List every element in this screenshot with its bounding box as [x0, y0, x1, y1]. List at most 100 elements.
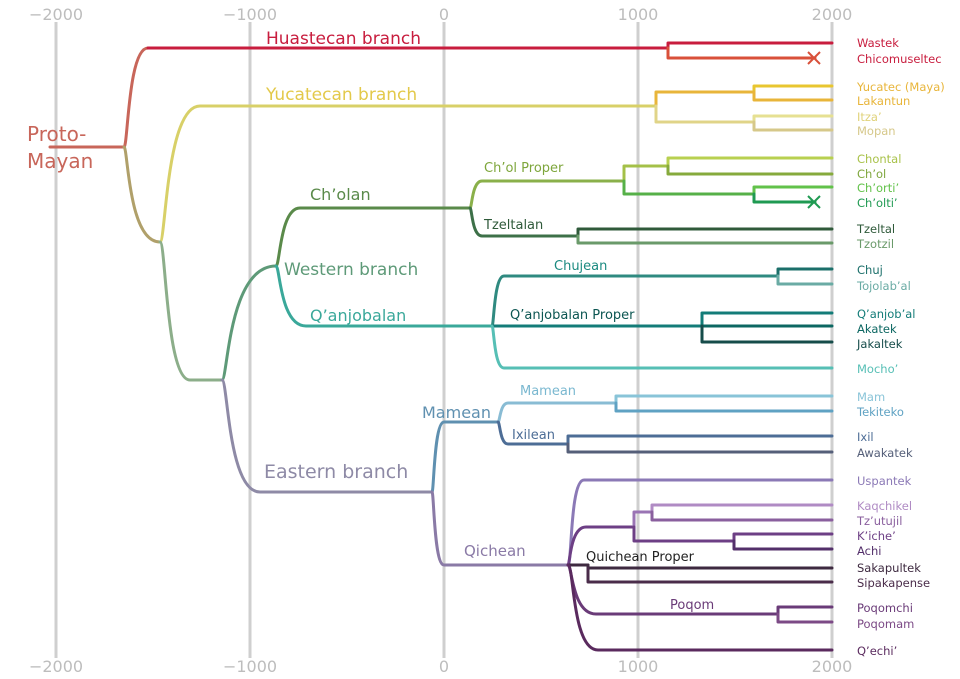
poqom-label: Poqom [670, 598, 714, 613]
tzeltal-line [576, 227, 834, 238]
ixil-line [566, 434, 834, 446]
western-to-cholan [274, 206, 472, 268]
cholti-line [752, 192, 817, 204]
poqomchi-line [776, 605, 834, 616]
leaf-label-9: Ch’olti’ [857, 196, 898, 210]
sakapultek-line [586, 563, 834, 570]
root-to-core [122, 145, 162, 244]
qanjobal-line [700, 311, 834, 328]
leaf-label-17: Mocho’ [857, 362, 898, 376]
chol-proper-label: Ch’ol Proper [484, 161, 564, 176]
split-to-western [220, 264, 278, 382]
leaf-label-19: Tekiteko [856, 405, 904, 419]
mamean-label: Mamean [422, 403, 491, 422]
western-label: Western branch [284, 260, 418, 280]
axis-top-tick-2000: 2000 [812, 5, 853, 24]
leaf-label-8: Ch’orti’ [857, 181, 899, 195]
itza-line [752, 114, 834, 124]
itza-mopan-split [654, 104, 756, 124]
achi-line [732, 539, 834, 551]
leaf-label-22: Uspantek [857, 474, 912, 488]
lakantun-line [752, 90, 834, 102]
leaf-label-30: Poqomam [857, 617, 914, 631]
qichean-label: Qichean [464, 542, 526, 560]
kiche-line [732, 532, 834, 543]
yucatecan-label: Yucatecan branch [265, 85, 417, 105]
split-to-eastern [220, 378, 434, 494]
axis-bottom-labels: −2000 −1000 0 1000 2000 [29, 657, 852, 676]
sipakapense-line [586, 566, 834, 584]
leaf-label-1: Chicomuseltec [857, 52, 942, 66]
chicomuseltec-extinct-icon [807, 51, 821, 65]
leaf-label-18: Mam [857, 390, 885, 404]
eastern-to-mamean [430, 420, 500, 494]
ixilean-label: Ixilean [512, 428, 555, 443]
axis-bottom-tick-2000: 2000 [812, 657, 853, 676]
leaf-label-5: Mopan [857, 124, 896, 138]
time-axis-gridlines [54, 22, 834, 658]
qanjobalan-to-chujean [490, 274, 780, 328]
chontal-line [666, 156, 834, 168]
leaf-label-29: Poqomchi [857, 601, 913, 615]
leaf-label-3: Lakantun [857, 94, 910, 108]
root-label-line2: Mayan [27, 149, 93, 173]
tzutujil-line [650, 510, 834, 522]
mamean-to-mam-group [496, 401, 618, 424]
leaf-label-28: Sipakapense [857, 576, 930, 590]
leaf-label-31: Q’echi’ [857, 644, 897, 658]
root-to-huastecan [122, 46, 670, 149]
leaf-label-13: Tojolab’al [856, 279, 911, 293]
cholan-label: Ch’olan [310, 185, 371, 204]
leaf-label-25: K’iche’ [857, 529, 896, 543]
kaqchikel-line [650, 503, 834, 514]
leaf-label-4: Itza’ [857, 110, 882, 124]
awakatek-line [566, 442, 834, 454]
leaf-label-15: Akatek [857, 322, 897, 336]
axis-top-tick-0: 0 [439, 5, 449, 24]
eastern-label: Eastern branch [264, 461, 408, 483]
leaf-label-12: Chuj [857, 263, 883, 277]
leaf-label-0: Wastek [857, 36, 899, 50]
wastek-line [666, 41, 834, 50]
qanjobalan-to-mocho [490, 324, 834, 370]
axis-bottom-tick-minus-1000: −1000 [223, 657, 277, 676]
mamean-sub-label: Mamean [520, 384, 576, 399]
axis-top-tick-minus-2000: −2000 [29, 5, 83, 24]
mam-line [614, 394, 834, 405]
leaf-label-23: Kaqchikel [857, 499, 912, 513]
leaf-label-2: Yucatec (Maya) [856, 80, 945, 94]
yucatec-line [752, 84, 834, 94]
chol-line [666, 164, 834, 176]
axis-bottom-tick-minus-2000: −2000 [29, 657, 83, 676]
axis-bottom-tick-0: 0 [439, 657, 449, 676]
leaf-label-11: Tzotzil [856, 237, 894, 251]
chujean-label: Chujean [554, 259, 607, 274]
leaf-label-24: Tz’utujil [856, 514, 902, 528]
leaf-label-20: Ixil [857, 430, 874, 444]
leaf-label-7: Ch’ol [857, 167, 886, 181]
poqomam-line [776, 612, 834, 624]
axis-top-tick-minus-1000: −1000 [223, 5, 277, 24]
axis-top-tick-1000: 1000 [618, 5, 659, 24]
jakaltek-line [700, 324, 834, 344]
kiche-group-upper [632, 510, 654, 529]
leaf-label-26: Achi [857, 544, 881, 558]
axis-top-labels: −2000 −1000 0 1000 2000 [29, 5, 852, 24]
chorti-line [752, 185, 834, 196]
leaf-label-16: Jakaltek [856, 337, 903, 351]
qanjobalan-label: Q’anjobalan [310, 306, 406, 325]
leaf-label-6: Chontal [857, 152, 901, 166]
mopan-line [752, 120, 834, 132]
tzeltalan-label: Tzeltalan [483, 218, 543, 233]
tekiteko-line [614, 401, 834, 413]
cholti-extinct-icon [807, 195, 821, 209]
western-to-qanjobalan [274, 264, 494, 328]
cholan-to-chol-proper [468, 179, 626, 210]
chol-proper-upper [622, 164, 670, 183]
eastern-to-qichean [430, 490, 570, 567]
cholan-to-tzeltalan [468, 206, 580, 238]
tojolabal-line [776, 274, 834, 286]
mamean-to-ixilean [496, 420, 570, 446]
yucatec-lakantun-split [654, 90, 756, 108]
